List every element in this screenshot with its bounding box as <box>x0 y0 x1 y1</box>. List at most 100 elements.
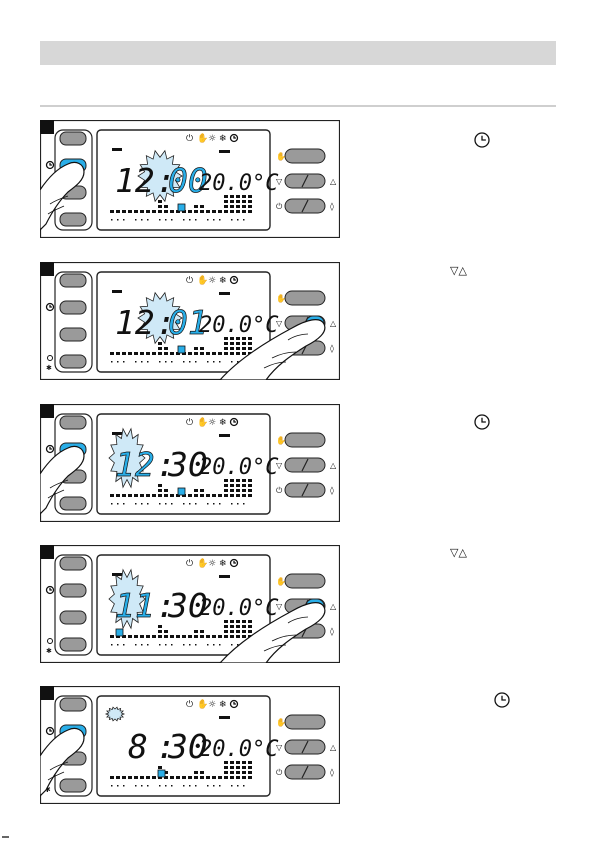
sun-icon: ☼ <box>208 700 216 710</box>
time-readout: 8:30 <box>128 727 208 766</box>
time-hours: 12 <box>115 445 155 484</box>
left-button-4[interactable] <box>60 638 86 651</box>
thermostat-illustration-step-5: ✱⏻✋☼❄8:3020.0°C✋▽⏻△◊ <box>40 686 340 804</box>
instruction-step-5 <box>380 690 550 710</box>
thermostat-illustration-step-2: ✱⏻✋☼❄12:0120.0°C✋▽⏻△◊ <box>40 262 340 380</box>
diamond-icon: ◊ <box>330 627 334 636</box>
hand-icon: ✋ <box>276 435 286 445</box>
power-icon: ⏻ <box>186 558 193 569</box>
instruction-step-4: ▽△ <box>380 544 550 564</box>
time-readout: 11:30 <box>115 586 208 625</box>
time-hours: 12 <box>115 303 155 342</box>
up-triangle-icon: △ <box>330 602 337 611</box>
step-marker <box>40 686 54 700</box>
temperature-readout: 20.0°C <box>199 171 279 196</box>
indicator-bar <box>219 150 230 153</box>
thermostat-illustration-step-1: ⏻✋☼❄12:0020.0°C✋▽⏻△◊ <box>40 120 340 238</box>
up-triangle-icon: △ <box>330 743 337 752</box>
indicator-bar <box>112 290 122 293</box>
sun-icon: ☼ <box>208 276 216 286</box>
step-marker <box>40 262 54 276</box>
power-icon: ⏻ <box>276 768 283 777</box>
time-readout: 12:30 <box>115 445 208 484</box>
left-button-3[interactable] <box>60 611 86 624</box>
sun-icon: ☼ <box>208 559 216 569</box>
section-header-bar <box>40 41 556 65</box>
temperature-readout: 20.0°C <box>199 596 279 621</box>
time-readout: 12:00 <box>115 161 208 200</box>
left-button-4[interactable] <box>60 355 86 368</box>
left-button-2[interactable] <box>60 584 86 597</box>
snowflake-icon: ❄ <box>219 134 227 144</box>
hand-icon: ✋ <box>197 698 208 710</box>
up-triangle-icon: △ <box>330 177 337 186</box>
instruction-step-3 <box>380 412 550 432</box>
snowflake-icon: ❄ <box>219 559 227 569</box>
left-button-1[interactable] <box>60 274 86 287</box>
right-button-1[interactable] <box>285 291 325 305</box>
power-icon: ⏻ <box>276 202 283 211</box>
hand-icon: ✋ <box>276 576 286 586</box>
hand-icon: ✋ <box>276 293 286 303</box>
down-triangle-icon: ▽ <box>276 461 283 470</box>
clock-icon <box>495 693 509 707</box>
down-triangle-icon: ▽ <box>276 602 283 611</box>
left-button-1[interactable] <box>60 416 86 429</box>
current-time-marker <box>178 204 185 211</box>
current-time-marker <box>178 488 185 495</box>
hand-icon: ✋ <box>197 416 208 428</box>
up-triangle-icon: △ <box>330 461 337 470</box>
step-marker <box>40 120 54 134</box>
indicator-bar <box>219 716 230 719</box>
instruction-step-2: ▽△ <box>380 262 550 282</box>
snowflake-icon: ❄ <box>219 700 227 710</box>
time-readout: 12:01 <box>115 303 208 342</box>
left-button-1[interactable] <box>60 698 86 711</box>
hand-icon: ✋ <box>197 274 208 286</box>
step-marker <box>40 545 54 559</box>
right-button-1[interactable] <box>285 433 325 447</box>
page-mark <box>2 836 9 838</box>
indicator-bar <box>219 434 230 437</box>
left-button-1[interactable] <box>60 557 86 570</box>
diamond-icon: ◊ <box>330 486 334 495</box>
left-button-4[interactable] <box>60 779 86 792</box>
left-button-2[interactable] <box>60 301 86 314</box>
current-time-marker <box>158 770 165 777</box>
hand-icon: ✋ <box>197 132 208 144</box>
diamond-icon: ◊ <box>330 344 334 353</box>
down-triangle-icon: ▽ <box>276 177 283 186</box>
left-button-4[interactable] <box>60 213 86 226</box>
power-icon: ⏻ <box>186 417 193 428</box>
left-button-1[interactable] <box>60 132 86 145</box>
current-time-marker <box>116 629 123 636</box>
temperature-readout: 20.0°C <box>199 455 279 480</box>
indicator-bar <box>219 575 230 578</box>
power-icon: ⏻ <box>186 133 193 144</box>
snowflake-icon: ❄ <box>219 276 227 286</box>
up-triangle-icon: △ <box>330 319 337 328</box>
indicator-bar <box>112 148 122 151</box>
down-triangle-icon: ▽ <box>276 319 283 328</box>
clock-icon <box>475 415 489 429</box>
temperature-readout: 20.0°C <box>199 737 279 762</box>
hand-icon: ✋ <box>276 151 286 161</box>
svg-text:✱: ✱ <box>46 364 52 372</box>
time-hours: 8 <box>128 727 148 766</box>
power-icon: ⏻ <box>186 699 193 710</box>
right-button-1[interactable] <box>285 715 325 729</box>
right-button-1[interactable] <box>285 149 325 163</box>
diamond-icon: ◊ <box>330 202 334 211</box>
instruction-step-1 <box>380 130 550 150</box>
snowflake-icon: ❄ <box>219 418 227 428</box>
indicator-bar <box>219 292 230 295</box>
left-button-4[interactable] <box>60 497 86 510</box>
right-button-1[interactable] <box>285 574 325 588</box>
current-time-marker <box>178 346 185 353</box>
hand-icon: ✋ <box>276 717 286 727</box>
left-button-3[interactable] <box>60 328 86 341</box>
time-hours: 12 <box>115 161 155 200</box>
power-icon: ⏻ <box>186 275 193 286</box>
arrow-keys-label: ▽△ <box>450 546 467 559</box>
